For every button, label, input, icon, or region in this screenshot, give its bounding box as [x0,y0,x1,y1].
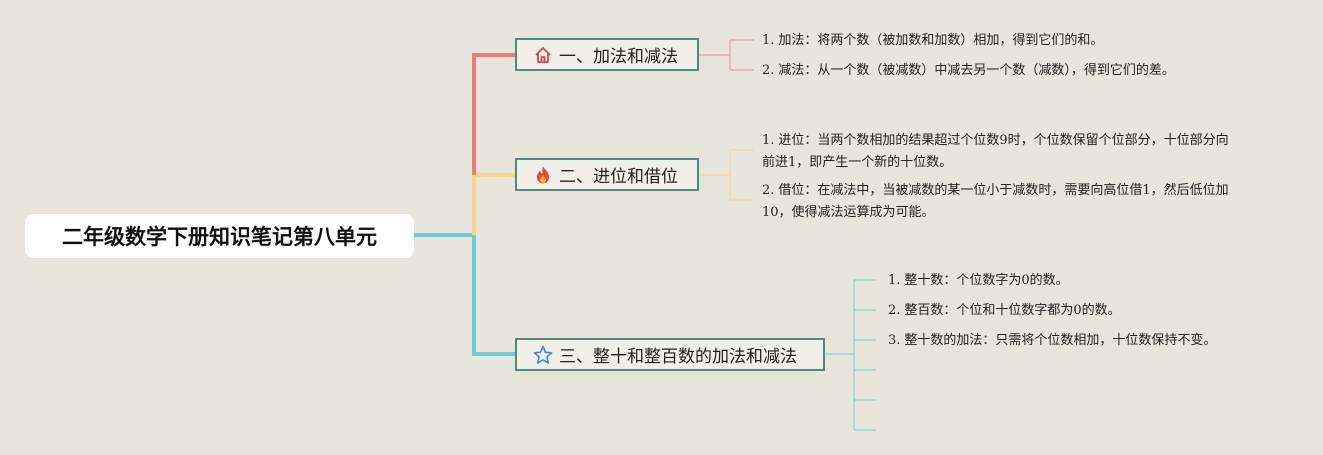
branch-label: 三、整十和整百数的加法和减法 [559,347,797,367]
connector-branch3-notes [824,279,876,431]
branch-carry-borrow[interactable]: 二、进位和借位 [515,158,699,191]
branch-addition-subtraction[interactable]: 一、加法和减法 [515,38,699,71]
root-node[interactable]: 二年级数学下册知识笔记第八单元 [25,214,414,258]
branch-label: 一、加法和减法 [559,47,678,67]
note-carry: 1.进位：当两个数相加的结果超过个位数9时，个位数保留个位部分，十位部分向 前进… [762,133,1229,170]
fire-icon [533,165,553,185]
note-whole-tens: 1.整十数：个位数字为0的数。 [888,273,1069,288]
star-icon [533,345,553,365]
connector-branch1-notes [698,39,754,71]
connector-root-branch2 [472,173,516,235]
house-icon [533,45,553,65]
note-whole-hundreds: 2.整百数：个位和十位数字都为0的数。 [888,303,1121,318]
root-title: 二年级数学下册知识笔记第八单元 [62,225,377,249]
note-addition: 1.加法：将两个数（被加数和加数）相加，得到它们的和。 [762,33,1104,48]
connector-root-branch1 [472,53,516,175]
note-whole-tens-addition: 3.整十数的加法：只需将个位数相加，十位数保持不变。 [888,333,1217,348]
connector-branch2-notes [698,149,754,201]
note-borrow: 2.借位：在减法中，当被减数的某一位小于减数时，需要向高位借1，然后低位加 10… [762,183,1229,220]
branch-label: 二、进位和借位 [559,167,678,187]
connector-root-branch3 [414,233,516,356]
note-subtraction: 2.减法：从一个数（被减数）中减去另一个数（减数），得到它们的差。 [762,63,1175,78]
branch-whole-tens-hundreds[interactable]: 三、整十和整百数的加法和减法 [515,338,825,371]
